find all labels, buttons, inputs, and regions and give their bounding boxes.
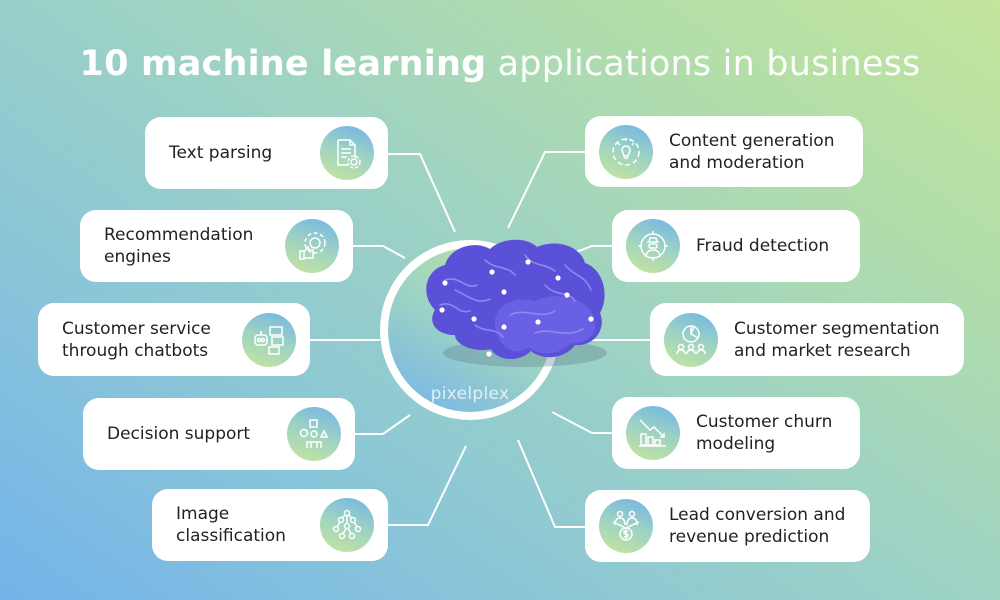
hierarchy-tree-icon (320, 498, 374, 552)
card-label: Fraud detection (696, 236, 830, 256)
chatbot-icon (242, 312, 296, 367)
card-lead-conversion[interactable]: Lead conversion and revenue prediction (585, 490, 870, 562)
connector-recommendation (353, 245, 406, 259)
title-light: applications in business (486, 44, 921, 84)
brain-node (489, 269, 495, 275)
brain-node (525, 259, 531, 265)
pie-chart-users-icon (664, 312, 718, 367)
brain-node (501, 289, 507, 295)
brain-icon (426, 239, 607, 367)
page-title: 10 machine learning applications in busi… (0, 44, 1000, 84)
brain-node (442, 280, 448, 286)
connector-image (388, 445, 467, 526)
brain-node (439, 307, 445, 313)
card-label: Decision support (107, 424, 251, 444)
card-label: Image classification (176, 504, 286, 546)
card-label: Recommendation engines (104, 225, 254, 267)
card-label: Content generation and moderation (669, 130, 835, 173)
brain-node (588, 316, 594, 322)
card-recommendation-engines[interactable]: Recommendation engines (80, 210, 353, 282)
card-label: Customer churn modeling (696, 412, 833, 454)
connector-lead (517, 439, 585, 528)
connector-text-parsing (388, 153, 456, 233)
declining-chart-icon (626, 406, 680, 460)
card-label: Lead conversion and revenue prediction (669, 505, 846, 547)
spy-target-icon (626, 219, 680, 273)
card-label: Text parsing (169, 143, 273, 163)
connector-content (507, 151, 585, 229)
card-image-classification[interactable]: Image classification (152, 489, 388, 561)
brain-node (555, 275, 561, 281)
card-label: Customer service through chatbots (62, 318, 211, 361)
brain-node (535, 319, 541, 325)
decision-shapes-icon (287, 407, 341, 461)
brain-node (486, 351, 492, 357)
card-customer-segmentation[interactable]: Customer segmentation and market researc… (650, 303, 964, 376)
title-bold: 10 machine learning (79, 44, 487, 84)
people-dollar-icon (599, 499, 653, 553)
card-customer-service[interactable]: Customer service through chatbots (38, 303, 310, 376)
card-label: Customer segmentation and market researc… (734, 318, 940, 361)
lightbulb-gear-icon (599, 124, 653, 179)
gear-thumbs-up-icon (285, 219, 339, 273)
connector-churn (551, 411, 612, 434)
connector-decision (355, 414, 411, 435)
card-fraud-detection[interactable]: Fraud detection (612, 210, 860, 282)
document-gear-icon (320, 126, 374, 180)
brand-logo: pixelplex (430, 384, 510, 404)
brain-node (564, 292, 570, 298)
brain-node (471, 316, 477, 322)
card-customer-churn[interactable]: Customer churn modeling (612, 397, 860, 469)
brain-node (501, 324, 507, 330)
card-text-parsing[interactable]: Text parsing (145, 117, 388, 189)
card-decision-support[interactable]: Decision support (83, 398, 355, 470)
card-content-generation[interactable]: Content generation and moderation (585, 116, 863, 187)
